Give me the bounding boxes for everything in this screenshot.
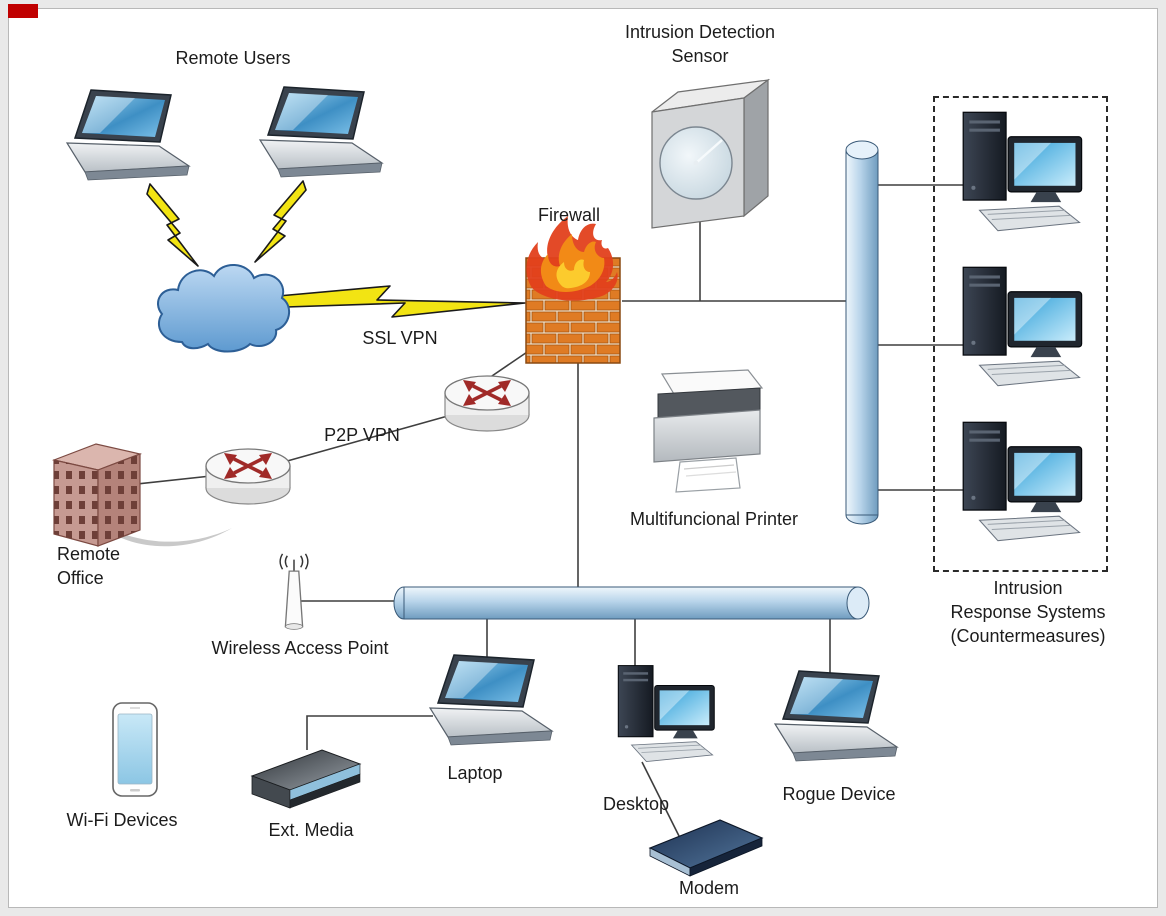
wireless-access-point-node: [268, 552, 320, 638]
sensor-icon: [651, 78, 771, 229]
laptop-icon: [428, 654, 554, 746]
remote-office-label: Remote Office: [57, 544, 121, 588]
desktop-label: Desktop: [602, 794, 670, 814]
smartphone-icon: [112, 702, 158, 797]
vpn-router-1: [437, 355, 537, 443]
laptop-icon: [65, 89, 191, 181]
workstation-icon: [962, 421, 1083, 542]
cloud-icon: [157, 264, 291, 353]
modem-node: [648, 818, 766, 882]
modem-label: Modem: [678, 878, 740, 898]
intrusion-response-systems-label: Intrusion Response Systems (Countermeasu…: [950, 578, 1106, 646]
p2p-vpn-label: P2P VPN: [324, 425, 400, 445]
laptop-icon: [773, 670, 899, 762]
lightning-bolt-icon: [146, 180, 526, 318]
firewall-node: [518, 212, 628, 367]
laptop-label: Laptop: [447, 763, 503, 783]
ext-media-label: Ext. Media: [268, 820, 354, 840]
internet-cloud: [146, 250, 294, 358]
external-drive-icon: [250, 749, 362, 809]
workstation-icon: [962, 266, 1083, 387]
intrusion-detection-sensor-node: [640, 68, 780, 233]
countermeasure-workstation-3: [953, 418, 1101, 546]
desktop-node: [610, 655, 730, 773]
remote-office-building: [50, 438, 145, 553]
firewall-icon: [525, 216, 621, 364]
horizontal-bus: [393, 586, 870, 620]
remote-user-laptop-1: [55, 88, 205, 188]
vpn-router-2: [198, 428, 298, 516]
multifunctional-printer-label: Multifuncional Printer: [629, 509, 799, 529]
countermeasure-workstation-1: [953, 108, 1101, 236]
ssl-vpn-label: SSL VPN: [362, 328, 438, 348]
modem-icon: [648, 819, 764, 877]
ext-media-node: [248, 746, 366, 818]
access-point-icon: [279, 553, 309, 630]
intrusion-response-boundary: [933, 96, 1108, 572]
rogue-device-label: Rogue Device: [782, 784, 896, 804]
printer-icon: [653, 369, 764, 493]
router-icon: [444, 375, 530, 432]
lan-laptop: [418, 652, 568, 754]
office-shadow-swoosh: [90, 515, 232, 547]
countermeasure-workstation-2: [953, 263, 1101, 391]
intrusion-detection-sensor-label: Intrusion Detection Sensor: [624, 22, 776, 66]
firewall-label: Firewall: [537, 205, 601, 225]
office-building-icon: [51, 443, 143, 547]
wireless-access-point-label: Wireless Access Point: [211, 638, 389, 658]
corner-marker: [8, 4, 38, 18]
router-icon: [205, 448, 291, 505]
workstation-icon: [962, 111, 1083, 232]
remote-user-laptop-2: [248, 85, 398, 185]
multifunctional-printer-node: [642, 368, 772, 513]
remote-users-label: Remote Users: [175, 48, 291, 68]
laptop-icon: [258, 86, 384, 178]
desktop-computer-icon: [617, 665, 715, 763]
wifi-devices-label: Wi-Fi Devices: [66, 810, 178, 830]
vertical-bus: [845, 140, 879, 525]
wifi-phone: [108, 700, 162, 800]
rogue-device-laptop: [763, 668, 913, 770]
